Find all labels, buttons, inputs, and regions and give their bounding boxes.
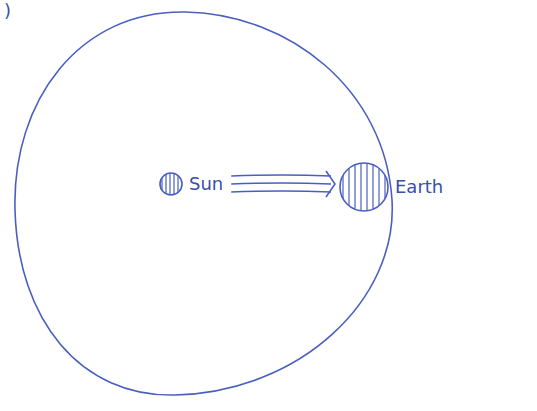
planet-name: Sun [189, 174, 223, 194]
planet-name: Earth [395, 177, 443, 197]
question-number: ) [4, 0, 11, 21]
planet-node: Earth [338, 161, 443, 213]
planet-circle [158, 171, 184, 197]
radiation-arrows [231, 171, 335, 197]
planet-circle [338, 161, 390, 213]
planet-node: Sun [158, 171, 223, 197]
orbit-path [15, 12, 392, 395]
